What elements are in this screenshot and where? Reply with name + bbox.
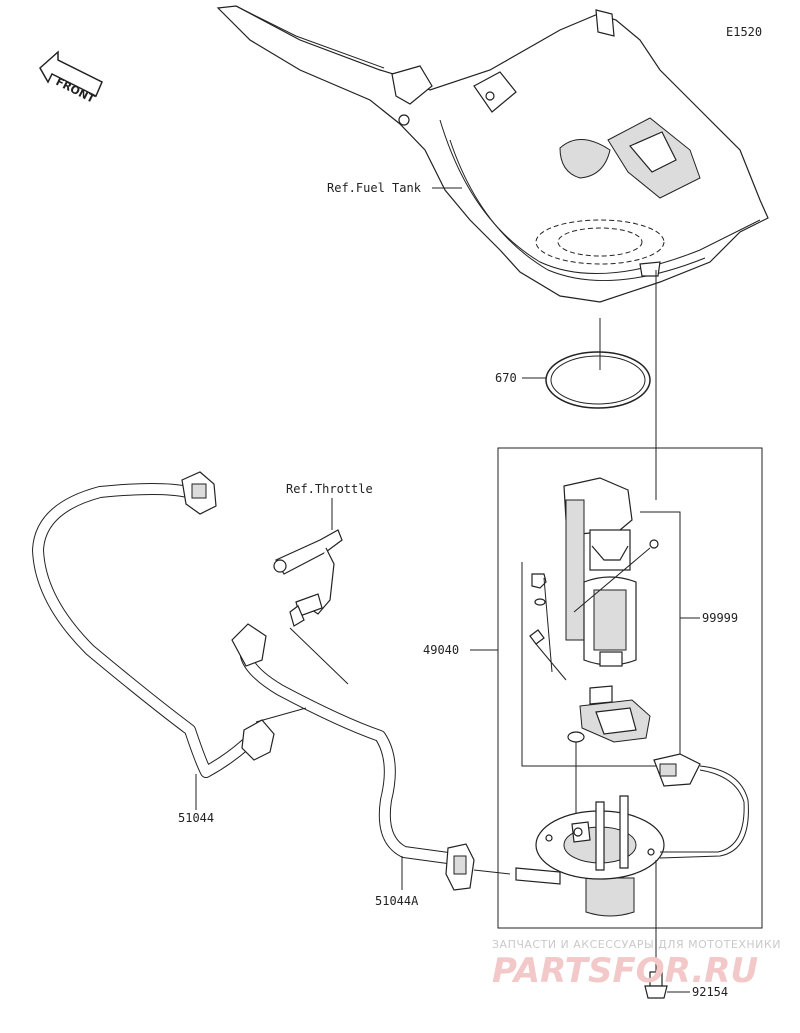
- part-670-label: 670: [495, 371, 517, 385]
- pump-wire-harness: [653, 753, 749, 859]
- fuel-strainer: [579, 685, 651, 743]
- watermark-tagline: ЗАПЧАСТИ И АКСЕССУАРЫ ДЛЯ МОТОТЕХНИКИ: [492, 938, 781, 951]
- part-51044-label: 51044: [178, 811, 214, 825]
- part-92154-label: 92154: [692, 985, 728, 999]
- pump-fasteners: [529, 573, 567, 681]
- small-o-ring: [567, 731, 585, 743]
- bolt-92154: [644, 971, 668, 999]
- part-51044A-label: 51044A: [375, 894, 419, 908]
- throttle-connector: [273, 529, 343, 627]
- o-ring-670: [545, 351, 651, 409]
- pump-flange: [515, 795, 665, 917]
- front-arrow-icon: FRONT: [39, 50, 103, 106]
- fuel-tank: [216, 5, 769, 303]
- ref-fuel-tank-label: Ref.Fuel Tank: [327, 181, 422, 195]
- watermark-logo: PARTSFOR.RU: [492, 951, 758, 991]
- assembly-bracket-49040: [497, 447, 763, 929]
- hose-51044: [32, 471, 275, 778]
- fuel-pump: [563, 477, 659, 667]
- diagram-code: E1520: [726, 25, 762, 39]
- hose-51044A: [231, 623, 475, 891]
- ref-throttle-label: Ref.Throttle: [286, 482, 373, 496]
- part-99999-label: 99999: [702, 611, 738, 625]
- part-49040-label: 49040: [423, 643, 459, 657]
